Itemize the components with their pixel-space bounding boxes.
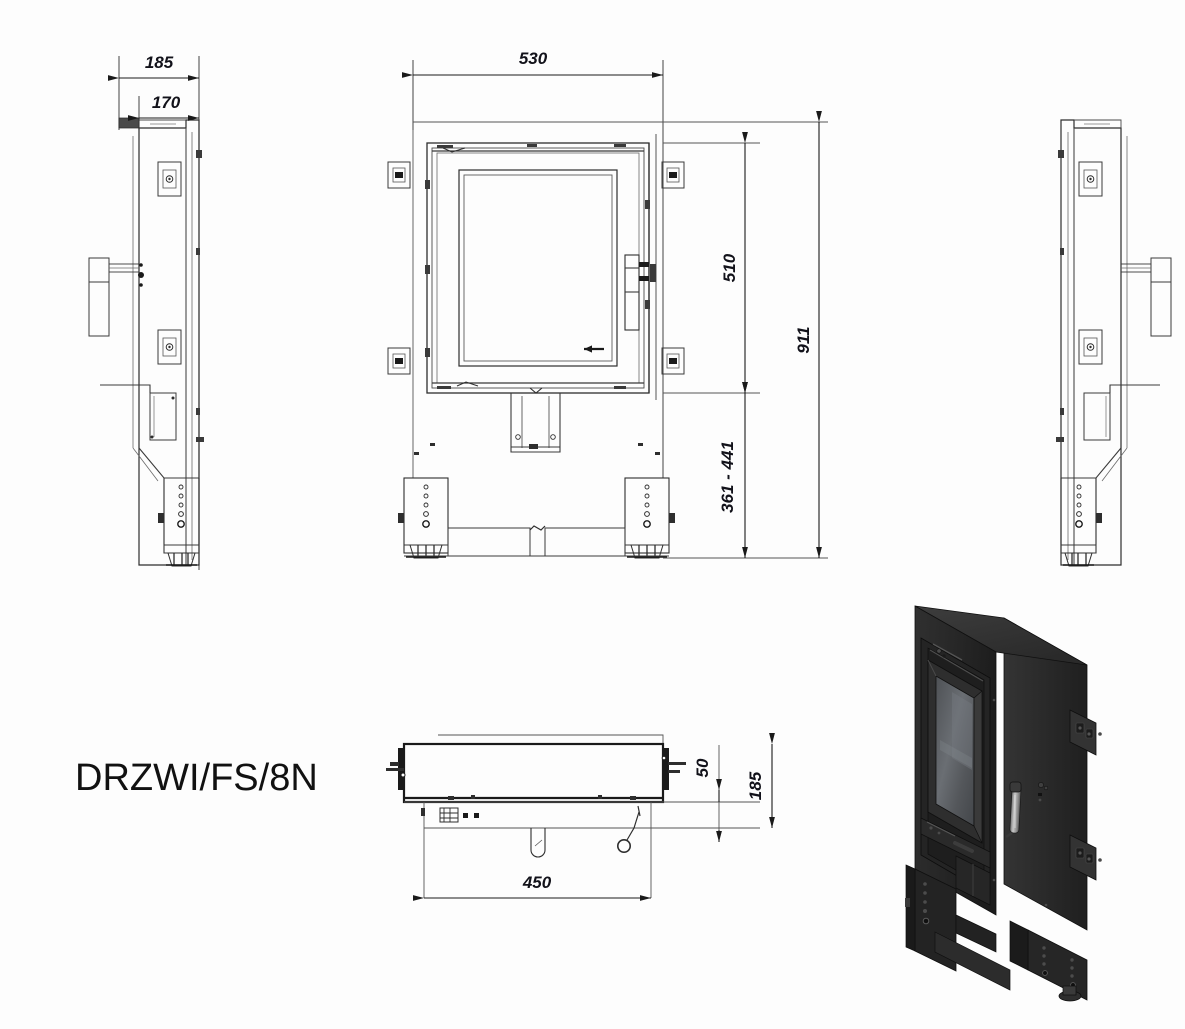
dimension-label-450: 450	[522, 873, 552, 892]
dimension-label-361-441: 361 - 441	[718, 441, 737, 513]
handle-3d	[1005, 781, 1022, 838]
door-swing-arrow-icon	[584, 345, 604, 353]
mounting-bracket-left-bottom	[387, 347, 411, 375]
mounting-bracket-right-top	[661, 161, 685, 189]
dimension-label-185: 185	[145, 53, 174, 72]
front-view	[387, 60, 790, 559]
leg-3d-right	[1009, 920, 1088, 1002]
dimension-label-plan-185: 185	[746, 771, 765, 800]
dimension-front-510: 510	[720, 132, 748, 393]
dimension-side-185: 185	[108, 53, 199, 81]
part-label: DRZWI/FS/8N	[75, 757, 318, 799]
isometric-render	[905, 605, 1102, 1002]
dimension-label-530: 530	[519, 49, 548, 68]
right-side-view	[1056, 119, 1172, 567]
dimension-label-911: 911	[794, 326, 813, 353]
plan-view	[386, 734, 760, 898]
dimension-label-50: 50	[693, 758, 712, 777]
dimension-front-530: 530	[402, 49, 663, 78]
bracket-3d-top	[1069, 709, 1097, 756]
dimension-label-510: 510	[720, 253, 739, 282]
bracket-3d-bottom	[1069, 834, 1097, 881]
dimension-side-170: 170	[128, 93, 199, 121]
dimension-front-leg-range: 361 - 441	[718, 382, 748, 558]
dimension-plan-450: 450	[413, 873, 651, 901]
mounting-bracket-right-bottom	[661, 347, 685, 375]
dimension-label-170: 170	[152, 93, 181, 112]
mounting-bracket-left-top	[387, 161, 411, 189]
dimension-front-911: 911	[794, 111, 822, 558]
leg-left	[398, 477, 449, 559]
dimension-plan-50: 50	[693, 745, 722, 842]
dimension-plan-185: 185	[746, 733, 775, 828]
